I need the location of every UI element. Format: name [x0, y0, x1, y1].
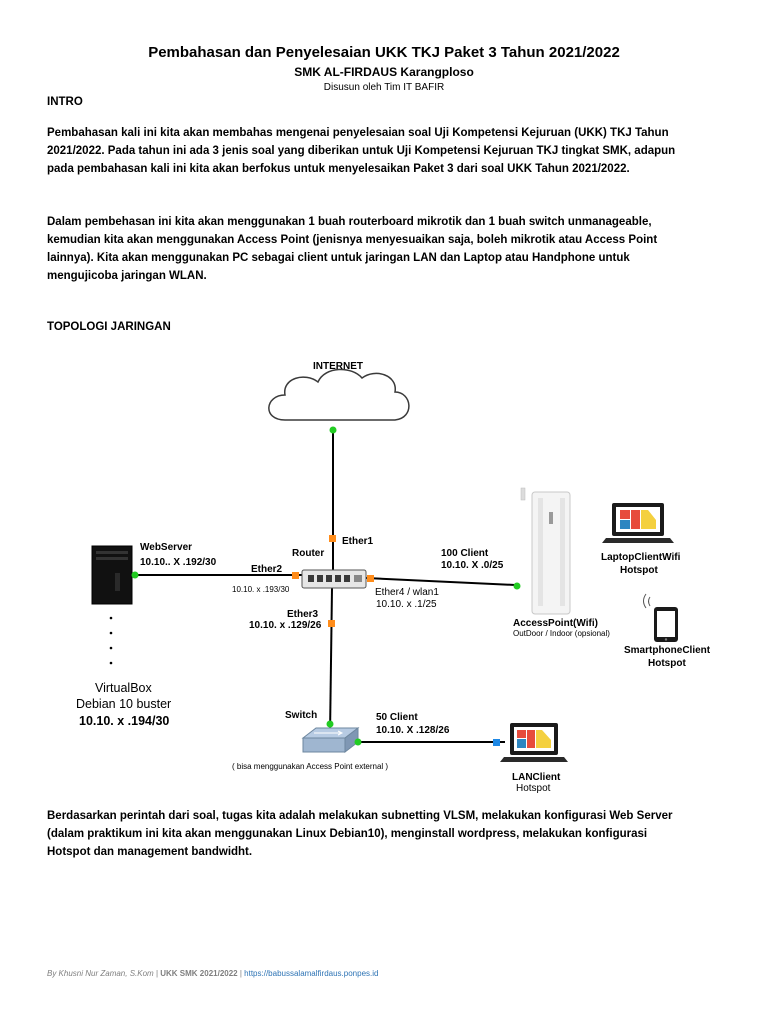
footer-doc: UKK SMK 2021/2022 [160, 969, 238, 978]
virtualbox-label: VirtualBox [95, 681, 152, 695]
ether1-port [329, 535, 336, 542]
laptop-wifi-icon [602, 503, 674, 543]
wifi-clients-label: 100 Client [441, 548, 489, 559]
ellipsis-dot [109, 631, 113, 635]
ether3-label: Ether3 [287, 609, 319, 620]
switch-note: ( bisa menggunakan Access Point external… [232, 762, 388, 771]
smartphone-label: SmartphoneClient [624, 645, 711, 656]
ether4-ip: 10.10. x .1/25 [376, 599, 437, 610]
footer-author: By Khusni Nur Zaman, S.Kom [47, 969, 154, 978]
intro-p1-line-3: pada pembahasan kali ini kita akan berfo… [47, 163, 630, 175]
wifi-network-label: 10.10. X .0/25 [441, 560, 504, 571]
closing-line-3: Hotspot dan management bandwidht. [47, 846, 253, 858]
intro-p2-line-4: mengujicoba jaringan WLAN. [47, 270, 207, 282]
ether4-port [367, 575, 374, 582]
ether2-port [292, 572, 299, 579]
accesspoint-label: AccessPoint(Wifi) [513, 618, 598, 629]
laptop-wifi-label: LaptopClientWifi [601, 552, 681, 563]
smartphone-sub: Hotspot [648, 658, 686, 669]
ether4-label: Ether4 / wlan1 [375, 587, 439, 598]
ellipsis-dot [109, 661, 113, 665]
webserver-tower-icon [91, 545, 133, 605]
ether1-label: Ether1 [342, 536, 374, 547]
document-title: Pembahasan dan Penyelesaian UKK TKJ Pake… [148, 44, 620, 61]
page-footer: By Khusni Nur Zaman, S.Kom | UKK SMK 202… [47, 969, 378, 978]
footer-link[interactable]: https://babussalamalfirdaus.ponpes.id [244, 969, 379, 978]
intro-heading: INTRO [47, 96, 83, 108]
link-router-switch [329, 587, 333, 736]
lan-clients-label: 50 Client [376, 712, 418, 723]
ether3-ip: 10.10. x .129/26 [249, 620, 322, 631]
intro-p1-line-1: Pembahasan kali ini kita akan membahas m… [47, 127, 669, 139]
debian-ip: 10.10. x .194/30 [79, 714, 169, 728]
lan-client-label: LANClient [512, 772, 561, 783]
router-icon [301, 569, 367, 589]
lan-network-label: 10.10. X .128/26 [376, 725, 450, 736]
ellipsis-dot [109, 616, 113, 620]
link-dot-webserver [131, 571, 139, 579]
intro-p2-line-1: Dalam pembehasan ini kita akan menggunak… [47, 216, 652, 228]
router-label: Router [292, 548, 324, 559]
switch-label: Switch [285, 710, 317, 721]
topology-heading: TOPOLOGI JARINGAN [47, 321, 171, 333]
intro-paragraph-2: Dalam pembehasan ini kita akan menggunak… [47, 213, 727, 285]
link-dot-internet [329, 426, 337, 434]
closing-line-1: Berdasarkan perintah dari soal, tugas ki… [47, 810, 673, 822]
ether2-ip: 10.10. x .193/30 [232, 585, 290, 594]
accesspoint-note: OutDoor / Indoor (opsional) [513, 629, 610, 638]
link-dot-accesspoint [513, 582, 521, 590]
smartphone-icon [643, 593, 678, 642]
ether2-label: Ether2 [251, 564, 283, 575]
ether3-port [328, 620, 335, 627]
closing-paragraph: Berdasarkan perintah dari soal, tugas ki… [47, 807, 727, 861]
footer-separator: | [237, 969, 245, 978]
debian-label: Debian 10 buster [76, 697, 171, 711]
footer-separator: | [153, 969, 161, 978]
intro-p2-line-3: lainnya). Kita akan menggunakan PC sebag… [47, 252, 630, 264]
document-author: Disusun oleh Tim IT BAFIR [323, 82, 445, 93]
link-dot-switch-up [326, 720, 334, 728]
intro-paragraph-1: Pembahasan kali ini kita akan membahas m… [47, 124, 727, 178]
lan-client-sub: Hotspot [516, 783, 551, 794]
intro-p2-line-2: kemudian kita akan menggunakan Access Po… [47, 234, 658, 246]
webserver-ip: 10.10.. X .192/30 [140, 557, 217, 568]
laptop-lan-icon [500, 723, 568, 762]
link-dot-switch-right [354, 738, 362, 746]
laptop-wifi-sub: Hotspot [620, 565, 658, 576]
link-router-accesspoint [365, 577, 516, 586]
lan-client-port [493, 739, 500, 746]
intro-p1-line-2: 2021/2022. Pada tahun ini ada 3 jenis so… [47, 145, 676, 157]
closing-line-2: (dalam praktikum ini kita akan menggunak… [47, 828, 648, 840]
internet-label: INTERNET [313, 361, 363, 372]
internet-cloud-icon [268, 368, 410, 421]
webserver-label: WebServer [140, 542, 192, 553]
document-subtitle: SMK AL-FIRDAUS Karangploso [294, 65, 474, 79]
access-point-icon [520, 487, 571, 615]
ellipsis-dot [109, 646, 113, 650]
switch-icon [301, 726, 360, 754]
